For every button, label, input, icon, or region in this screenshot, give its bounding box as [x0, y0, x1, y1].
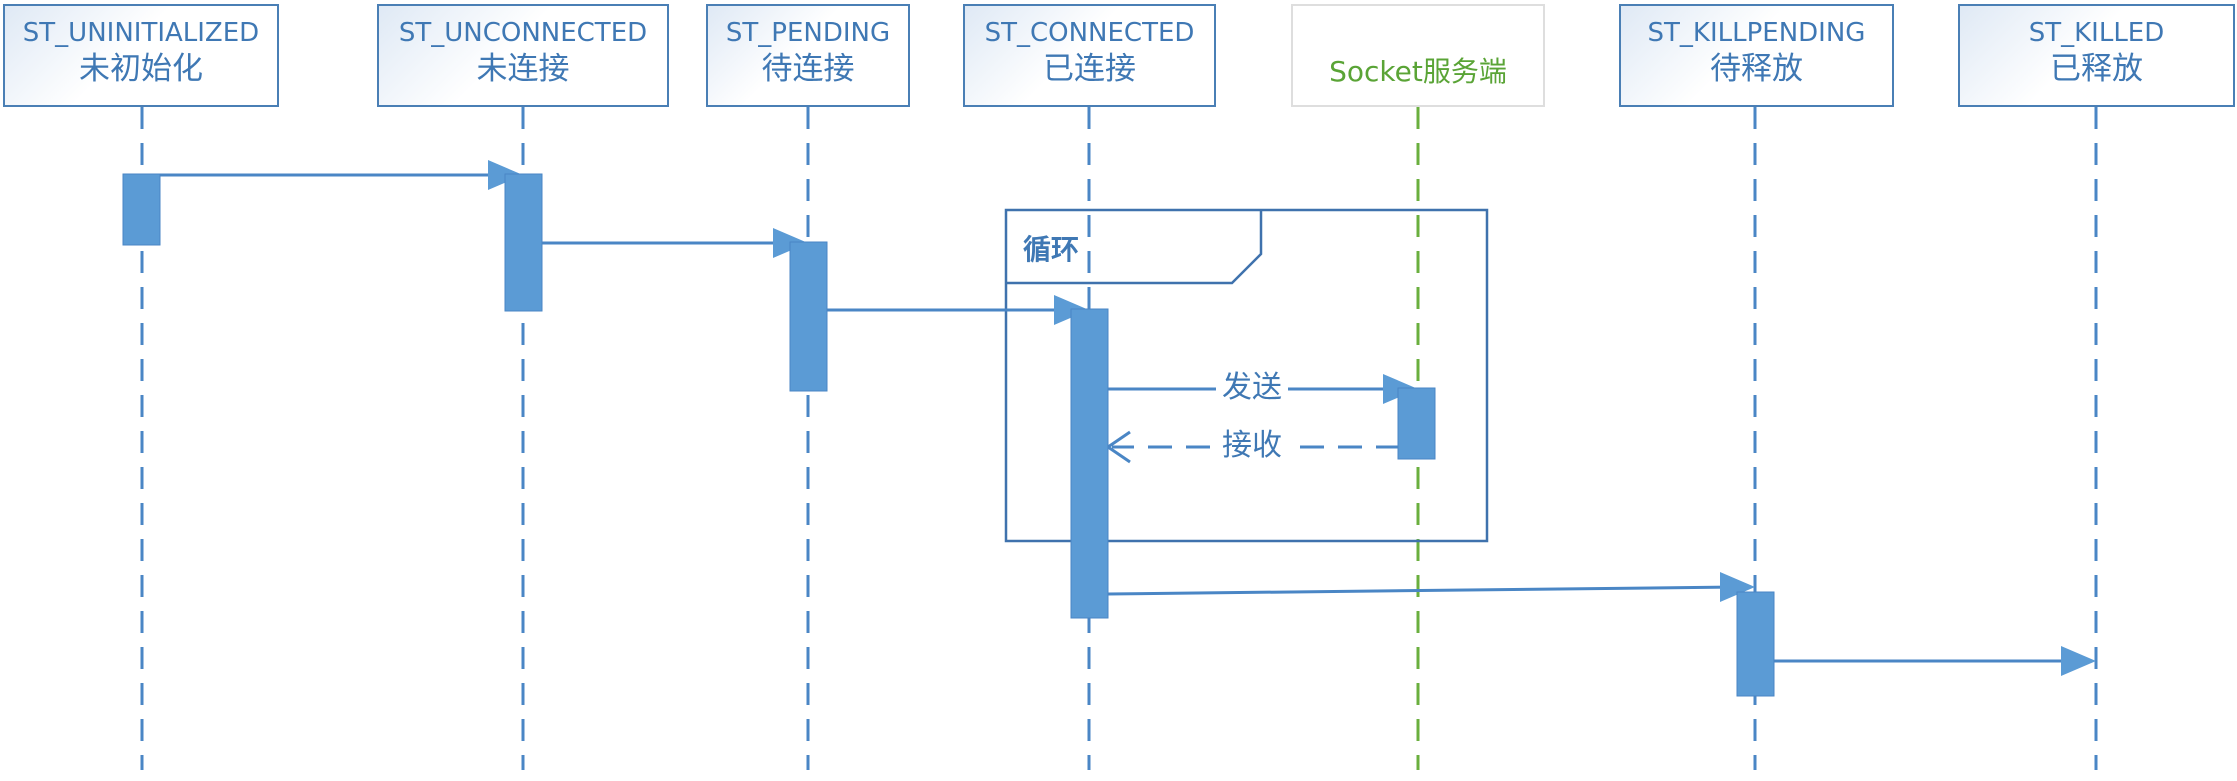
lifeline-subtitle: 已释放 — [2050, 51, 2143, 87]
lifeline-name: ST_PENDING — [725, 18, 891, 48]
lifeline-name: Socket服务端 — [1329, 55, 1507, 88]
activation-st-unconnected — [504, 173, 543, 312]
lifeline-name: ST_KILLED — [2028, 18, 2165, 48]
lifeline-head-st-pending: ST_PENDING 待连接 — [706, 4, 910, 107]
lifeline-head-socket-server: Socket服务端 — [1291, 4, 1545, 107]
message-label-receive: 接收 — [1216, 429, 1288, 463]
loop-frame-tab — [1006, 210, 1263, 285]
loop-frame-label: 循环 — [1023, 233, 1080, 266]
lifeline-subtitle: 待连接 — [761, 51, 855, 87]
lifeline-name: ST_UNINITIALIZED — [22, 18, 260, 48]
lifeline-name: ST_CONNECTED — [984, 18, 1195, 48]
lifeline-head-st-connected: ST_CONNECTED 已连接 — [963, 4, 1216, 107]
lifeline-head-st-uninitialized: ST_UNINITIALIZED 未初始化 — [3, 4, 279, 107]
lifeline-head-st-unconnected: ST_UNCONNECTED 未连接 — [377, 4, 669, 107]
arrowhead-6 — [1720, 572, 1755, 602]
activation-st-killpending — [1736, 591, 1775, 697]
lifeline-head-st-killpending: ST_KILLPENDING 待释放 — [1619, 4, 1894, 107]
lifeline-subtitle: 未初始化 — [79, 51, 203, 87]
arrowhead-7 — [2061, 646, 2096, 676]
activation-st-uninitialized — [122, 173, 161, 246]
message-connected-to-killpending — [1107, 585, 1738, 596]
lifeline-name: ST_UNCONNECTED — [398, 18, 648, 48]
activation-socket-server — [1397, 387, 1436, 460]
lifeline-subtitle: 未连接 — [476, 51, 570, 87]
activation-st-connected — [1070, 308, 1109, 619]
activation-st-pending — [789, 241, 828, 392]
message-label-send: 发送 — [1216, 371, 1288, 405]
lifeline-subtitle: 待释放 — [1710, 51, 1803, 87]
lifeline-head-st-killed: ST_KILLED 已释放 — [1958, 4, 2235, 107]
lifeline-subtitle: 已连接 — [1043, 51, 1136, 87]
lifeline-name: ST_KILLPENDING — [1647, 18, 1866, 48]
loop-frame — [1004, 208, 1489, 543]
